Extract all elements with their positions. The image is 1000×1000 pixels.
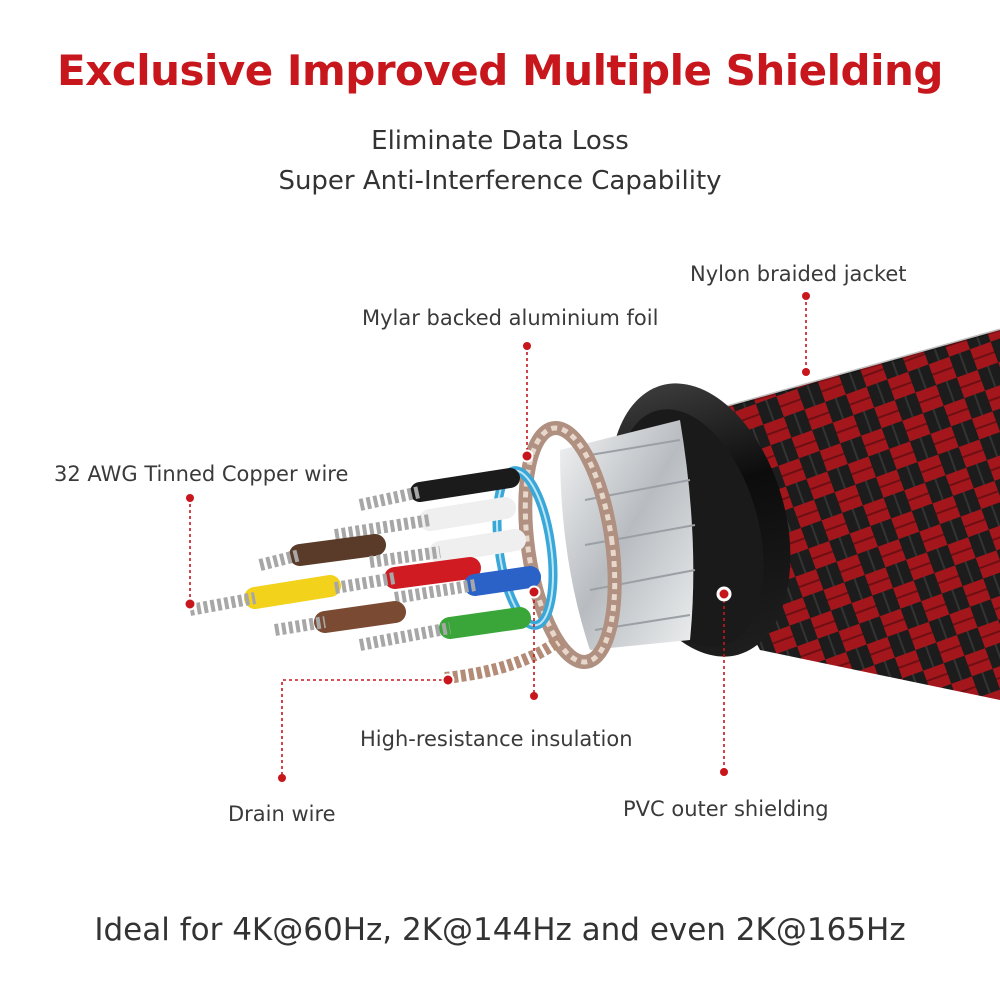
- marker-copper-bottom: [183, 597, 197, 611]
- subtitle-line-1: Eliminate Data Loss: [371, 126, 629, 156]
- wire-white-mid: [369, 529, 526, 568]
- leader-lines: [189, 296, 807, 778]
- marker-pvc-top: [716, 586, 732, 602]
- marker-nylon-top: [802, 292, 810, 300]
- wire-black: [358, 468, 520, 511]
- marker-nylon-bottom: [802, 368, 810, 376]
- page-title: Exclusive Improved Multiple Shielding: [57, 46, 943, 95]
- label-mylar-foil: Mylar backed aluminium foil: [362, 306, 659, 330]
- wire-brown-lower: [274, 601, 406, 636]
- wire-white-top: [334, 497, 516, 541]
- marker-pvc-bottom: [720, 768, 728, 776]
- marker-copper-top: [186, 494, 194, 502]
- subtitle-line-2: Super Anti-Interference Capability: [278, 166, 722, 196]
- label-nylon-jacket: Nylon braided jacket: [690, 262, 907, 286]
- wire-blue: [394, 566, 541, 604]
- drain-wire-strand: [444, 635, 564, 684]
- braided-copper-shield: [518, 421, 622, 669]
- marker-mylar-top: [523, 342, 531, 350]
- marker-mylar-bottom: [520, 449, 534, 463]
- leader-drain-wire: [281, 679, 448, 778]
- label-drain-wire: Drain wire: [228, 802, 336, 826]
- label-copper-wire: 32 AWG Tinned Copper wire: [54, 462, 349, 486]
- wire-red: [334, 557, 481, 594]
- marker-insulation-bottom: [530, 692, 538, 700]
- wire-yellow: [188, 575, 341, 616]
- footer-text: Ideal for 4K@60Hz, 2K@144Hz and even 2K@…: [94, 912, 906, 948]
- marker-drain-bottom: [278, 774, 286, 782]
- leader-markers: [183, 292, 810, 782]
- marker-drain-top: [441, 673, 455, 687]
- wire-brown: [258, 534, 386, 571]
- marker-insulation-top: [527, 585, 541, 599]
- label-pvc-shielding: PVC outer shielding: [623, 797, 829, 821]
- label-insulation: High-resistance insulation: [360, 727, 633, 751]
- inner-conductors: [188, 468, 564, 684]
- wire-green: [358, 607, 531, 651]
